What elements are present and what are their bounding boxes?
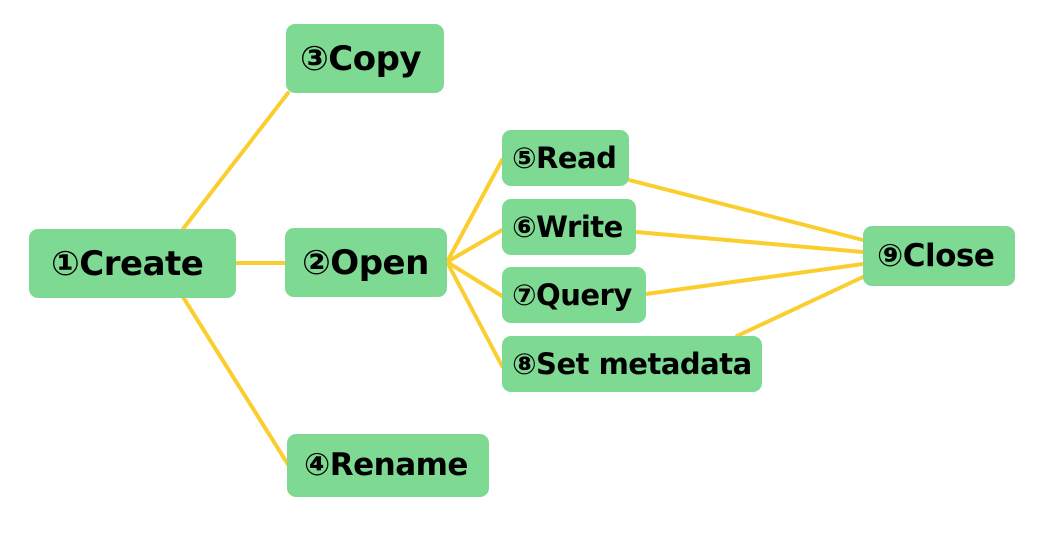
edge-write-to-close	[634, 230, 865, 254]
edge-open-to-setmeta	[445, 260, 504, 368]
node-close-label: ⑨Close	[877, 237, 995, 274]
node-set-metadata[interactable]: ⑧Set metadata	[502, 336, 762, 392]
edge-open-to-write	[445, 228, 504, 264]
node-create-label: ①Create	[51, 243, 204, 284]
node-open-label: ②Open	[302, 242, 429, 283]
edge-create-to-copy	[181, 91, 290, 231]
edge-create-to-rename	[181, 295, 291, 468]
node-read-label: ⑤Read	[512, 140, 617, 175]
node-read[interactable]: ⑤Read	[502, 130, 629, 186]
node-copy[interactable]: ③Copy	[286, 24, 444, 93]
edge-read-to-close	[627, 178, 865, 242]
node-copy-label: ③Copy	[300, 38, 422, 79]
node-create[interactable]: ①Create	[29, 229, 236, 298]
edge-query-to-close	[644, 262, 865, 296]
node-open[interactable]: ②Open	[285, 228, 447, 297]
edge-open-to-query	[445, 260, 504, 298]
node-rename[interactable]: ④Rename	[287, 434, 489, 497]
node-write-label: ⑥Write	[512, 209, 623, 244]
edge-open-to-read	[445, 158, 504, 264]
node-query[interactable]: ⑦Query	[502, 267, 646, 323]
node-close[interactable]: ⑨Close	[863, 226, 1015, 286]
node-rename-label: ④Rename	[304, 447, 468, 483]
node-write[interactable]: ⑥Write	[502, 199, 636, 255]
node-query-label: ⑦Query	[512, 277, 632, 312]
node-set-metadata-label: ⑧Set metadata	[512, 346, 752, 381]
edge-setmeta-to-close	[735, 275, 865, 338]
